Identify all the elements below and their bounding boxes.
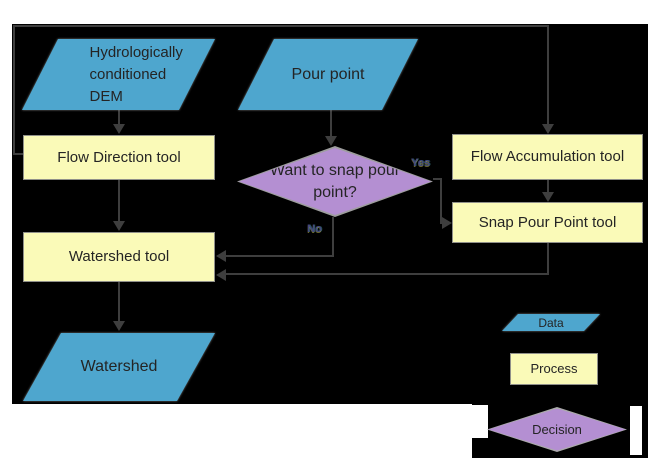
node-flow-accumulation-label: Flow Accumulation tool <box>470 148 625 165</box>
legend-process-label: Process <box>530 361 578 376</box>
node-flow-direction: Flow Direction tool <box>23 135 215 180</box>
node-pour-point-label: Pour point <box>291 65 365 83</box>
edge-label-no: No <box>307 223 322 235</box>
node-decision-label: Want to snap pour point? <box>269 161 401 201</box>
canvas-notch-left <box>472 405 488 438</box>
node-watershed: Watershed <box>23 333 215 401</box>
legend-data-label: Data <box>538 315 564 330</box>
arrowhead-down <box>113 221 125 231</box>
arrowhead-down <box>325 136 337 146</box>
data-parallelogram: Hydrologically conditioned DEM <box>22 39 215 110</box>
legend-data-shape: Data <box>502 314 600 331</box>
node-pour-point: Pour point <box>238 39 418 110</box>
arrowhead-left <box>216 269 226 281</box>
node-watershed-tool: Watershed tool <box>23 232 215 282</box>
data-parallelogram: Watershed <box>23 333 215 401</box>
node-dem-label: Hydrologically conditioned DEM <box>89 43 183 105</box>
legend-data-item: Data <box>502 314 600 331</box>
node-dem: Hydrologically conditioned DEM <box>22 39 215 110</box>
node-watershed-label: Watershed <box>80 358 158 375</box>
arrowhead-down <box>113 321 125 331</box>
arrowhead-left <box>216 250 226 262</box>
legend-process-item: Process <box>510 353 598 385</box>
node-snap-pour-point: Snap Pour Point tool <box>452 202 643 243</box>
legend-decision-label: Decision <box>532 422 582 437</box>
arrowhead-down <box>113 124 125 134</box>
arrowhead-down <box>542 192 554 202</box>
node-watershed-tool-label: Watershed tool <box>68 248 170 265</box>
arrowhead-right <box>442 217 452 229</box>
data-parallelogram: Pour point <box>238 39 418 110</box>
node-snap-pour-point-label: Snap Pour Point tool <box>478 213 617 231</box>
node-flow-direction-label: Flow Direction tool <box>57 148 181 166</box>
arrowhead-down <box>542 124 554 134</box>
edge-label-yes: Yes <box>411 157 430 169</box>
canvas-notch-right <box>630 406 642 455</box>
node-flow-accumulation: Flow Accumulation tool <box>452 134 643 180</box>
